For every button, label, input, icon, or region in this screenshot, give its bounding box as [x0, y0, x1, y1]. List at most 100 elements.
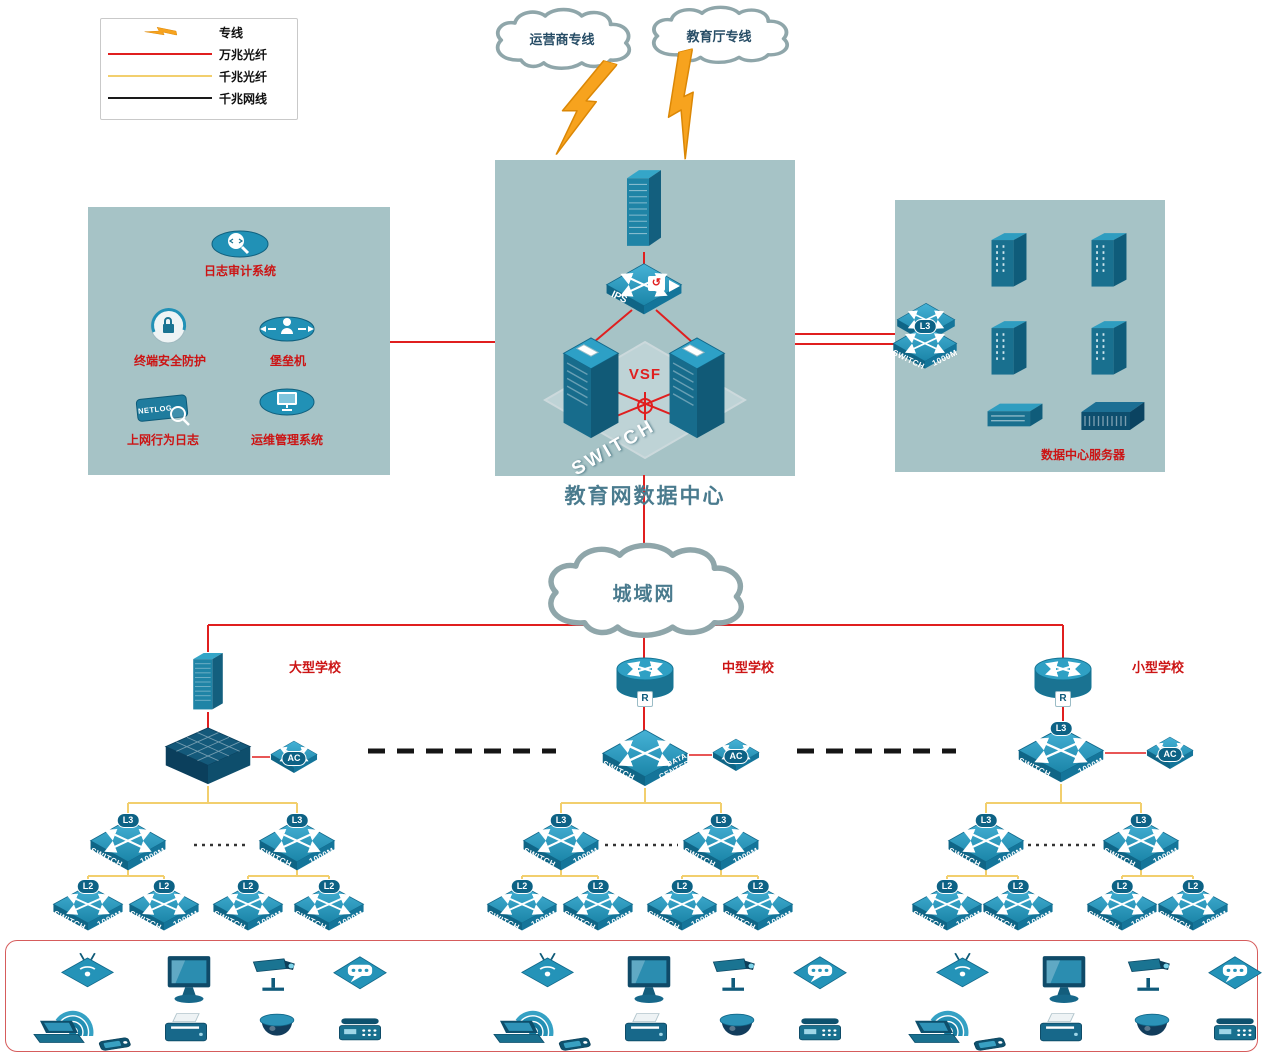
camera-icon [248, 954, 302, 994]
carrier-cloud: 运营商专线 [486, 6, 638, 70]
small-school-label: 小型学校 [1131, 660, 1184, 675]
legend-row-dedicated: 专线 [101, 21, 297, 43]
bastion-host-label: 堡垒机 [269, 354, 306, 368]
chat-icon [1207, 952, 1263, 992]
dome-icon [254, 1010, 300, 1052]
router-badge: R [1055, 691, 1071, 707]
vsf-switch-cabinet-icon [560, 336, 622, 442]
camera-icon [1123, 954, 1177, 994]
vsf-label: VSF [628, 366, 662, 383]
ap-icon [520, 950, 575, 990]
phone-icon [965, 1030, 1015, 1054]
switch-badge: L2 [1110, 879, 1134, 894]
switch-badge: L2 [586, 879, 610, 894]
server-tower-icon [986, 316, 1032, 378]
fax-icon [792, 1014, 848, 1050]
switch-badge: L3 [1129, 813, 1153, 828]
carrier-cloud-label: 运营商专线 [529, 32, 595, 48]
server-tower-icon [1086, 228, 1132, 290]
log-audit-icon [210, 226, 270, 262]
switch-badge: L2 [317, 879, 341, 894]
terminal-area-border [5, 940, 1258, 1052]
red-line-icon [101, 43, 219, 65]
refresh-icon: ↺ [647, 276, 665, 292]
switch-badge: L2 [670, 879, 694, 894]
medium-school-label: 中型学校 [721, 660, 774, 675]
bastion-host-icon [258, 312, 316, 346]
education-cloud: 教育厅专线 [642, 4, 796, 64]
legend-label: 万兆光纤 [219, 47, 268, 62]
switch-badge: L3 [974, 813, 998, 828]
router-icon: R [1031, 656, 1095, 707]
education-cloud-label: 教育厅专线 [686, 28, 752, 44]
ac-badge: AC [1157, 746, 1183, 762]
endpoint-security-icon [140, 306, 196, 346]
large-school-label: 大型学校 [288, 660, 341, 675]
laptop-icon [901, 1018, 961, 1052]
fax-icon [1207, 1014, 1263, 1050]
chat-icon [332, 952, 388, 992]
ac-controller-icon: AC [712, 738, 760, 772]
terminal-devices-group [895, 942, 1265, 1052]
legend-label: 专线 [219, 25, 244, 40]
laptop-icon [486, 1018, 546, 1052]
monitor-icon [160, 952, 218, 1004]
chat-icon [792, 952, 848, 992]
dome-icon [1129, 1010, 1175, 1052]
switch-badge: L2 [236, 879, 260, 894]
switch-badge: L2 [746, 879, 770, 894]
monitor-icon [620, 952, 678, 1004]
server-zone-label: 数据中心服务器 [1040, 448, 1125, 462]
legend-row-10g: 万兆光纤 [101, 43, 297, 65]
dome-icon [714, 1010, 760, 1052]
ops-management-label: 运维管理系统 [250, 433, 323, 447]
ap-icon [60, 950, 115, 990]
server-tower-icon [1086, 316, 1132, 378]
terminal-devices-group [20, 942, 420, 1052]
netlog-icon: NETLOG [132, 388, 194, 428]
rack-switch-icon [1076, 396, 1148, 436]
man-cloud-label: 城域网 [612, 584, 676, 606]
lightning-icon [101, 21, 219, 43]
switch-badge: L3 [1049, 721, 1073, 736]
endpoint-security-label: 终端安全防护 [133, 354, 206, 368]
core-switch-icon [164, 726, 252, 786]
border-firewall-icon [621, 166, 667, 252]
switch-badge: L2 [935, 879, 959, 894]
switch-badge: L3 [549, 813, 573, 828]
camera-icon [708, 954, 762, 994]
storage-rack-icon [984, 398, 1046, 432]
ops-management-icon [258, 384, 316, 420]
log-audit-label: 日志审计系统 [203, 264, 276, 278]
school-firewall-icon [188, 650, 228, 714]
switch-badge: L2 [76, 879, 100, 894]
yellow-line-icon [101, 65, 219, 87]
switch-badge: L3 [913, 319, 937, 334]
monitor-icon [1035, 952, 1093, 1004]
ac-controller-icon: AC [1146, 736, 1194, 770]
ips-label: IPS [609, 288, 629, 306]
legend-row-1g-fiber: 千兆光纤 [101, 65, 297, 87]
man-cloud: 城域网 [534, 540, 754, 638]
legend: 专线 万兆光纤 千兆光纤 千兆网线 [100, 18, 298, 120]
server-tower-icon [986, 228, 1032, 290]
switch-badge: L2 [1006, 879, 1030, 894]
phone-icon [90, 1030, 140, 1054]
ap-icon [935, 950, 990, 990]
switch-badge: L2 [1181, 879, 1205, 894]
